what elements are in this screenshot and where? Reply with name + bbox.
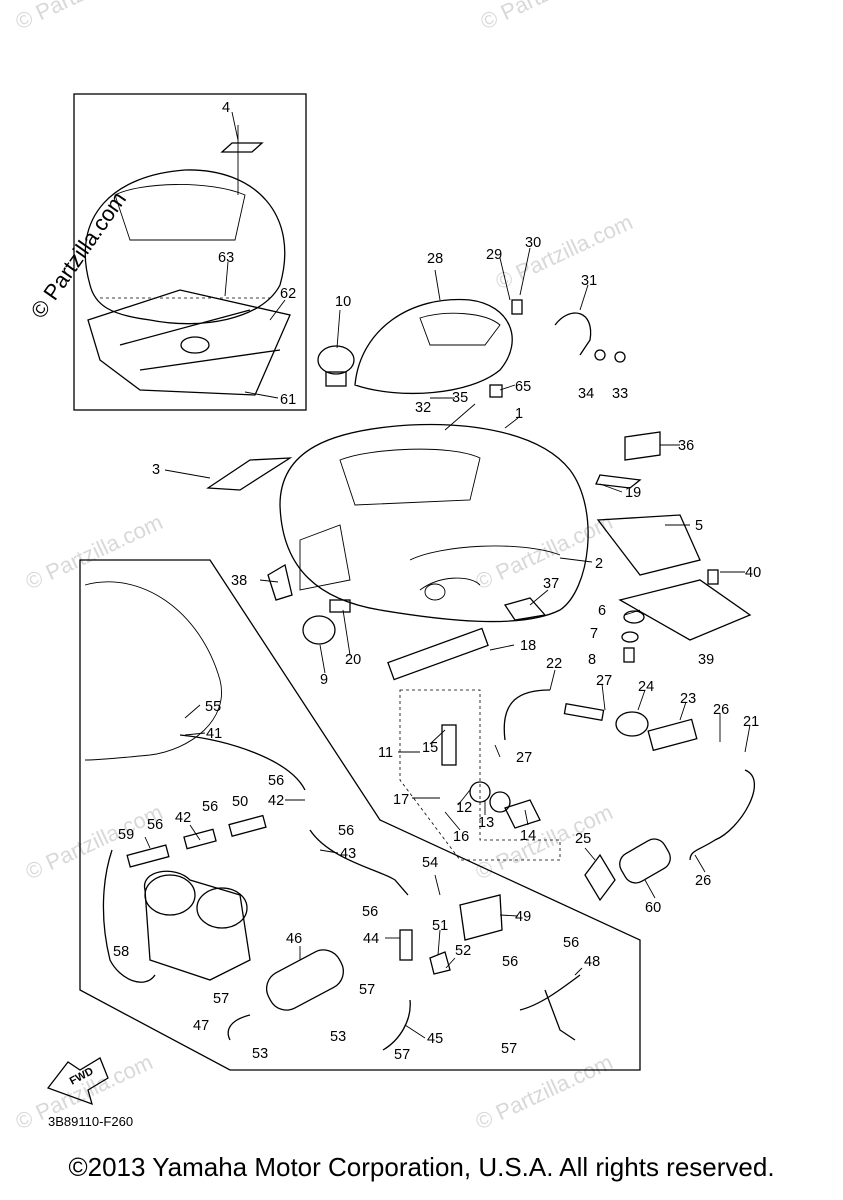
callout-26: 26 xyxy=(713,702,729,718)
callout-43: 43 xyxy=(340,846,356,862)
callout-13: 13 xyxy=(478,815,494,831)
callout-27: 27 xyxy=(596,673,612,689)
callout-56c: 56 xyxy=(147,817,163,833)
callout-60: 60 xyxy=(645,900,661,916)
callout-1: 1 xyxy=(515,406,523,422)
callout-57b: 57 xyxy=(359,982,375,998)
fuel-tank xyxy=(279,423,589,623)
callout-2: 2 xyxy=(595,556,603,572)
callout-56a: 56 xyxy=(268,773,284,789)
callout-9: 9 xyxy=(320,672,328,688)
callout-15: 15 xyxy=(422,740,438,756)
watermark: © Partzilla.com xyxy=(472,1049,617,1134)
watermark: © Partzilla.com xyxy=(12,0,157,35)
callout-12: 12 xyxy=(456,800,472,816)
callout-36: 36 xyxy=(678,438,694,454)
callout-62: 62 xyxy=(280,286,296,302)
misc-parts xyxy=(206,299,752,681)
callout-25: 25 xyxy=(575,831,591,847)
callout-61: 61 xyxy=(280,392,296,408)
callout-20: 20 xyxy=(345,652,361,668)
callout-7: 7 xyxy=(590,626,598,642)
callout-24: 24 xyxy=(638,679,654,695)
callout-42: 42 xyxy=(268,793,284,809)
callout-57c: 57 xyxy=(394,1047,410,1063)
callout-45: 45 xyxy=(427,1031,443,1047)
leader-lines xyxy=(144,111,751,1039)
callout-52: 52 xyxy=(455,943,471,959)
callout-19: 19 xyxy=(625,485,641,501)
fuel-line-parts xyxy=(399,689,756,902)
watermark: © Partzilla.com xyxy=(22,509,167,594)
callout-57d: 57 xyxy=(501,1041,517,1057)
callout-53b: 53 xyxy=(252,1046,268,1062)
watermark: © Partzilla.com xyxy=(477,0,622,35)
callout-44: 44 xyxy=(363,931,379,947)
callout-56b: 56 xyxy=(202,799,218,815)
callout-39: 39 xyxy=(698,652,714,668)
callout-56e: 56 xyxy=(362,904,378,920)
callout-59: 59 xyxy=(118,827,134,843)
callout-58: 58 xyxy=(113,944,129,960)
watermark: © Partzilla.com xyxy=(492,209,637,294)
callout-54: 54 xyxy=(422,855,438,871)
watermark-inset: © Partzilla.com xyxy=(26,187,132,323)
callout-10: 10 xyxy=(335,294,351,310)
callout-41: 41 xyxy=(206,726,222,742)
callout-4: 4 xyxy=(222,100,230,116)
callout-17: 17 xyxy=(393,792,409,808)
callout-22: 22 xyxy=(546,656,562,672)
callout-30: 30 xyxy=(525,235,541,251)
callout-38: 38 xyxy=(231,573,247,589)
callout-47: 47 xyxy=(193,1018,209,1034)
callout-35: 35 xyxy=(452,390,468,406)
callout-49: 49 xyxy=(515,909,531,925)
callout-55: 55 xyxy=(205,699,221,715)
callout-28: 28 xyxy=(427,251,443,267)
callout-34: 34 xyxy=(578,386,594,402)
callout-33: 33 xyxy=(612,386,628,402)
callout-63: 63 xyxy=(218,250,234,266)
callout-18: 18 xyxy=(520,638,536,654)
watermark: © Partzilla.com xyxy=(22,799,167,884)
callout-37: 37 xyxy=(543,576,559,592)
carburetor-canister-section xyxy=(79,559,641,1071)
callout-29: 29 xyxy=(486,247,502,263)
callout-65: 65 xyxy=(515,379,531,395)
callout-50: 50 xyxy=(232,794,248,810)
callout-56d: 56 xyxy=(338,823,354,839)
callout-51: 51 xyxy=(432,918,448,934)
callout-26b: 26 xyxy=(695,873,711,889)
callout-46: 46 xyxy=(286,931,302,947)
callout-21: 21 xyxy=(743,714,759,730)
callout-31: 31 xyxy=(581,273,597,289)
callout-32: 32 xyxy=(415,400,431,416)
callout-42b: 42 xyxy=(175,810,191,826)
diagram-code: 3B89110-F260 xyxy=(48,1114,133,1129)
callout-6: 6 xyxy=(598,603,606,619)
callout-27b: 27 xyxy=(516,750,532,766)
callout-53: 53 xyxy=(330,1029,346,1045)
callout-56f: 56 xyxy=(502,954,518,970)
callout-8: 8 xyxy=(588,652,596,668)
copyright-notice: ©2013 Yamaha Motor Corporation, U.S.A. A… xyxy=(68,1152,775,1182)
callout-56g: 56 xyxy=(563,935,579,951)
callout-40: 40 xyxy=(745,565,761,581)
callout-3: 3 xyxy=(152,462,160,478)
callout-48: 48 xyxy=(584,954,600,970)
watermark-group: © Partzilla.com © Partzilla.com © Partzi… xyxy=(12,0,637,1135)
callout-14: 14 xyxy=(520,828,536,844)
callout-23: 23 xyxy=(680,691,696,707)
tank-underside-inset xyxy=(73,93,307,411)
callout-57a: 57 xyxy=(213,991,229,1007)
callout-5: 5 xyxy=(695,518,703,534)
callout-labels: 1 2 3 4 5 6 7 8 9 10 11 12 13 14 15 16 1… xyxy=(113,100,761,1063)
callout-11: 11 xyxy=(378,745,393,761)
tank-cover xyxy=(354,298,513,395)
callout-16: 16 xyxy=(453,829,469,845)
